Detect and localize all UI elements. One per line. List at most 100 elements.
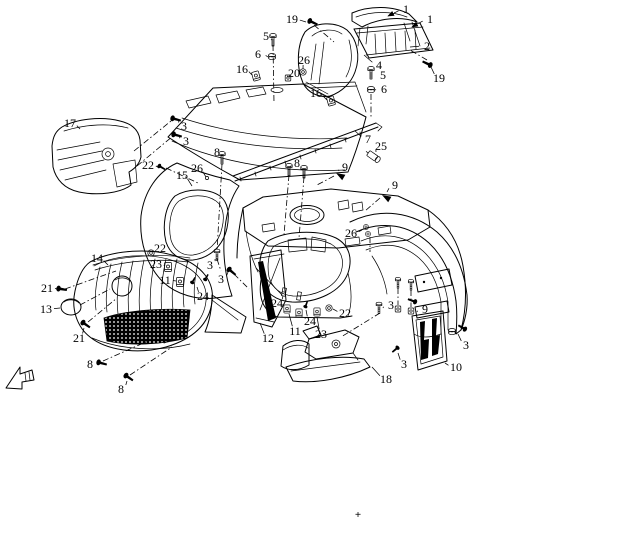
fastener-grommet-icon (325, 304, 333, 312)
leader-line (172, 280, 177, 282)
fastener-clipsmall-icon (394, 305, 402, 313)
leader-line (265, 55, 269, 58)
leader-line (82, 327, 85, 334)
callout-22: 22 (154, 241, 166, 255)
part-rack-carrier (351, 7, 434, 59)
fastener-screwdark-icon (421, 58, 434, 69)
callout-3: 3 (183, 134, 189, 148)
callout-12: 12 (262, 331, 274, 345)
part-side-panel-right (411, 310, 448, 371)
leader-line (259, 322, 265, 334)
leader-line (411, 20, 423, 28)
leader-line (103, 260, 109, 266)
leader-line (155, 165, 159, 168)
part-side-panel-left (249, 249, 287, 328)
fastener-clip-icon (283, 304, 291, 314)
leader-line (163, 264, 166, 267)
callout-25: 25 (375, 139, 387, 153)
fastener-screwdark-icon (169, 114, 182, 124)
fastener-screwdark-icon (390, 344, 401, 354)
fastener-clip-icon (164, 262, 172, 272)
part-round-cap (60, 298, 82, 316)
callout-4: 4 (376, 58, 382, 72)
fastener-screwv-icon (394, 277, 402, 289)
part-grille (73, 250, 247, 352)
callout-3: 3 (388, 298, 394, 312)
leader-line (125, 380, 128, 386)
leader-line (322, 95, 328, 101)
callout-9: 9 (342, 160, 348, 174)
callout-24: 24 (197, 289, 209, 303)
leader-line (178, 120, 180, 123)
leader-line (179, 136, 181, 139)
callout-3: 3 (207, 258, 213, 272)
leader-line (153, 250, 155, 253)
leader-line (332, 308, 338, 312)
callout-18: 18 (380, 372, 392, 386)
callout-11: 11 (159, 273, 171, 287)
fastener-screwv-icon (407, 279, 415, 291)
callout-13: 13 (40, 302, 52, 316)
leader-line (430, 66, 435, 75)
fastener-clip-icon (295, 308, 303, 318)
callout-8: 8 (214, 145, 220, 159)
callout-2: 2 (424, 39, 430, 53)
leader-line (288, 313, 293, 327)
callout-1: 1 (403, 2, 409, 16)
fastener-grommet-icon (365, 231, 371, 237)
leader-line (371, 366, 381, 376)
callout-14: 14 (91, 251, 103, 265)
leader-line (290, 165, 292, 168)
fastener-screwv-icon (213, 248, 221, 261)
callout-6: 6 (381, 82, 387, 96)
fastener-screwdark-icon (55, 285, 68, 293)
callout-7: 7 (365, 132, 371, 146)
callout-1: 1 (427, 12, 433, 26)
leader-line (299, 19, 307, 23)
fastener-tab-icon (296, 291, 302, 301)
leader-line (54, 288, 58, 290)
part-front-fascia (140, 162, 240, 299)
plus-marker: + (355, 509, 361, 521)
leader-line (416, 310, 418, 313)
fastener-clip-icon (176, 277, 184, 287)
callout-16: 16 (236, 62, 248, 76)
callout-16: 16 (310, 86, 322, 100)
fastener-clip-icon (251, 70, 261, 82)
callout-6: 6 (255, 47, 261, 61)
callout-21: 21 (73, 331, 85, 345)
leader-line (287, 75, 289, 78)
callout-15: 15 (176, 168, 188, 182)
fastener-screwv-icon (285, 163, 293, 177)
callout-10: 10 (450, 360, 462, 374)
leader-line (444, 362, 449, 366)
callout-26: 26 (298, 53, 310, 67)
leader-line (457, 333, 462, 342)
callout-23: 23 (315, 327, 327, 341)
callout-24: 24 (271, 296, 283, 310)
callout-5: 5 (263, 29, 269, 43)
fastener-nut-icon (448, 328, 456, 336)
fastener-screwv-icon (269, 33, 277, 47)
callout-9: 9 (422, 302, 428, 316)
leader-line (305, 309, 308, 317)
callout-21: 21 (41, 281, 53, 295)
fastener-nut-icon (367, 86, 375, 94)
leader-line (196, 286, 199, 292)
part-main-fender-body (236, 188, 468, 338)
leader-line (281, 295, 284, 300)
part-mount-bracket (414, 300, 450, 319)
callout-8: 8 (294, 156, 300, 170)
leader-line (382, 306, 384, 309)
part-front-bumper (280, 325, 371, 383)
leader-line (187, 178, 193, 187)
fastener-screwdark-icon (407, 296, 418, 305)
fastener-screwv-icon (300, 165, 308, 179)
direction-arrow-icon (5, 366, 35, 390)
callout-9: 9 (392, 178, 398, 192)
leader-line (270, 38, 273, 41)
assembly-axis-lines (64, 24, 428, 376)
part-headlight-pod (51, 118, 142, 195)
